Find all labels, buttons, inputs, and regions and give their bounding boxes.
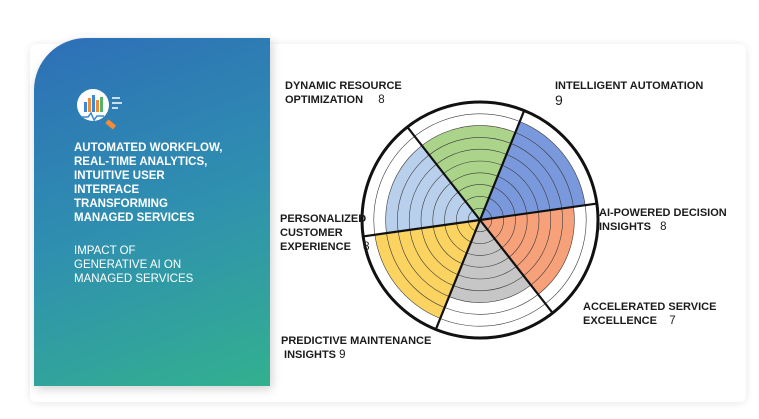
- grid-ring: [420, 160, 540, 280]
- spoke-line: [478, 110, 526, 221]
- info-panel: AUTOMATED WORKFLOW, REAL-TIME ANALYTICS,…: [34, 38, 270, 386]
- spoke-line: [362, 218, 481, 238]
- value-label: 9: [555, 92, 563, 108]
- panel-subtitle: IMPACT OF GENERATIVE AI ON MANAGED SERVI…: [74, 245, 194, 285]
- category-label-accelerated-service: ACCELERATED SERVICE EXCELLENCE 7: [583, 301, 717, 327]
- panel-title: AUTOMATED WORKFLOW, REAL-TIME ANALYTICS,…: [74, 142, 223, 224]
- grid-ring: [408, 148, 552, 292]
- category-label-intelligent-automation: INTELLIGENT AUTOMATION 9: [555, 80, 704, 108]
- spoke-line: [479, 202, 598, 222]
- grid-ring: [456, 196, 504, 244]
- value-label: 8: [660, 221, 667, 233]
- grid-ring: [373, 113, 587, 327]
- outer-ring: [360, 100, 600, 340]
- category-label-predictive-maintenance: PREDICTIVE MAINTENANCE INSIGHTS 9: [281, 335, 432, 361]
- category-label-dynamic-resource: DYNAMIC RESOURCE OPTIMIZATION 8: [285, 80, 402, 106]
- value-label: 9: [339, 349, 346, 361]
- value-label: 8: [378, 94, 385, 106]
- grid-ring: [432, 172, 528, 268]
- polar-area-chart: [360, 100, 600, 340]
- grid-ring: [444, 184, 516, 256]
- value-label: 7: [669, 315, 676, 327]
- category-label-personalized-experience: PERSONALIZED CUSTOMER EXPERIENCE 8: [280, 213, 370, 253]
- spoke-line: [479, 219, 554, 314]
- analytics-monitor-icon: [77, 89, 122, 130]
- grid-ring: [385, 125, 575, 315]
- slice-accelerated-service-excellence: [449, 220, 531, 303]
- value-label: 8: [363, 241, 370, 253]
- slice-personalized-customer-experience: [385, 145, 480, 234]
- spoke-line: [434, 219, 482, 330]
- category-label-ai-decision-insights: AI-POWERED DECISION INSIGHTS 8: [599, 207, 727, 233]
- slice-ai-powered-decision-insights: [480, 206, 575, 295]
- grid-ring: [467, 207, 493, 233]
- grid-ring: [397, 137, 563, 303]
- spoke-line: [406, 126, 481, 221]
- slice-dynamic-resource-optimization: [421, 125, 516, 220]
